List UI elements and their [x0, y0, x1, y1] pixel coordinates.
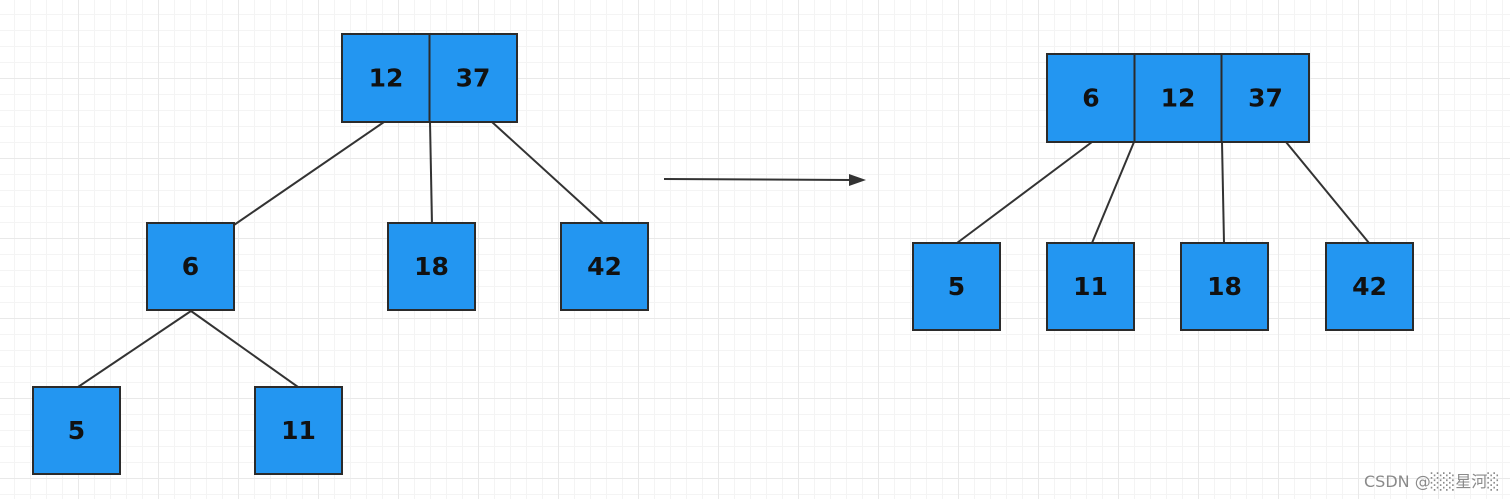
left-root-key-1: 12: [369, 64, 404, 93]
left-node-5-box: [32, 386, 121, 475]
left-root-node: 12 37: [341, 33, 518, 123]
edge-root-to-6: [233, 121, 385, 226]
right-node-42-key: 42: [1352, 272, 1387, 301]
left-node-11-key: 11: [281, 416, 316, 445]
arrow-head-icon: [849, 174, 866, 186]
right-node-11-box: [1046, 242, 1135, 331]
edge-right-root-to-11: [1091, 141, 1135, 244]
right-root-key-2: 12: [1161, 84, 1196, 113]
edge-right-root-to-5: [956, 141, 1093, 244]
left-node-11-box: [254, 386, 343, 475]
edge-root-to-18: [429, 121, 433, 225]
right-root-key-3: 37: [1248, 84, 1283, 113]
edge-right-root-to-42: [1285, 141, 1370, 244]
right-node-5-box: [912, 242, 1001, 331]
right-node-42: 42: [1325, 242, 1414, 331]
right-node-5-key: 5: [948, 272, 965, 301]
right-root-node: 6 12 37: [1046, 53, 1310, 143]
right-node-18: 18: [1180, 242, 1269, 331]
left-node-6: 6: [146, 222, 235, 311]
left-node-6-box: [146, 222, 235, 311]
left-root-key-2: 37: [456, 64, 491, 93]
right-node-5: 5: [912, 242, 1001, 331]
left-node-42-box: [560, 222, 649, 311]
transition-arrow: [663, 174, 866, 186]
left-node-18: 18: [387, 222, 476, 311]
right-root-node-box: [1046, 53, 1310, 143]
left-node-6-key: 6: [182, 252, 199, 281]
right-node-18-box: [1180, 242, 1269, 331]
edge-6-to-5: [77, 310, 192, 388]
right-node-11: 11: [1046, 242, 1135, 331]
left-node-5-key: 5: [68, 416, 85, 445]
edge-root-to-42: [491, 121, 605, 225]
arrow-shaft: [663, 178, 853, 181]
left-node-42-key: 42: [587, 252, 622, 281]
csdn-watermark: CSDN @░░星河░: [1364, 472, 1500, 491]
left-node-18-key: 18: [414, 252, 449, 281]
right-root-key-1: 6: [1082, 84, 1099, 113]
left-node-42: 42: [560, 222, 649, 311]
left-node-5: 5: [32, 386, 121, 475]
right-node-42-box: [1325, 242, 1414, 331]
edge-6-to-11: [190, 310, 299, 388]
left-tree-edges: [77, 121, 605, 388]
right-tree-edges: [956, 141, 1370, 244]
left-node-18-box: [387, 222, 476, 311]
edge-right-root-to-18: [1221, 141, 1225, 244]
right-node-11-key: 11: [1073, 272, 1108, 301]
left-node-11: 11: [254, 386, 343, 475]
right-node-18-key: 18: [1207, 272, 1242, 301]
